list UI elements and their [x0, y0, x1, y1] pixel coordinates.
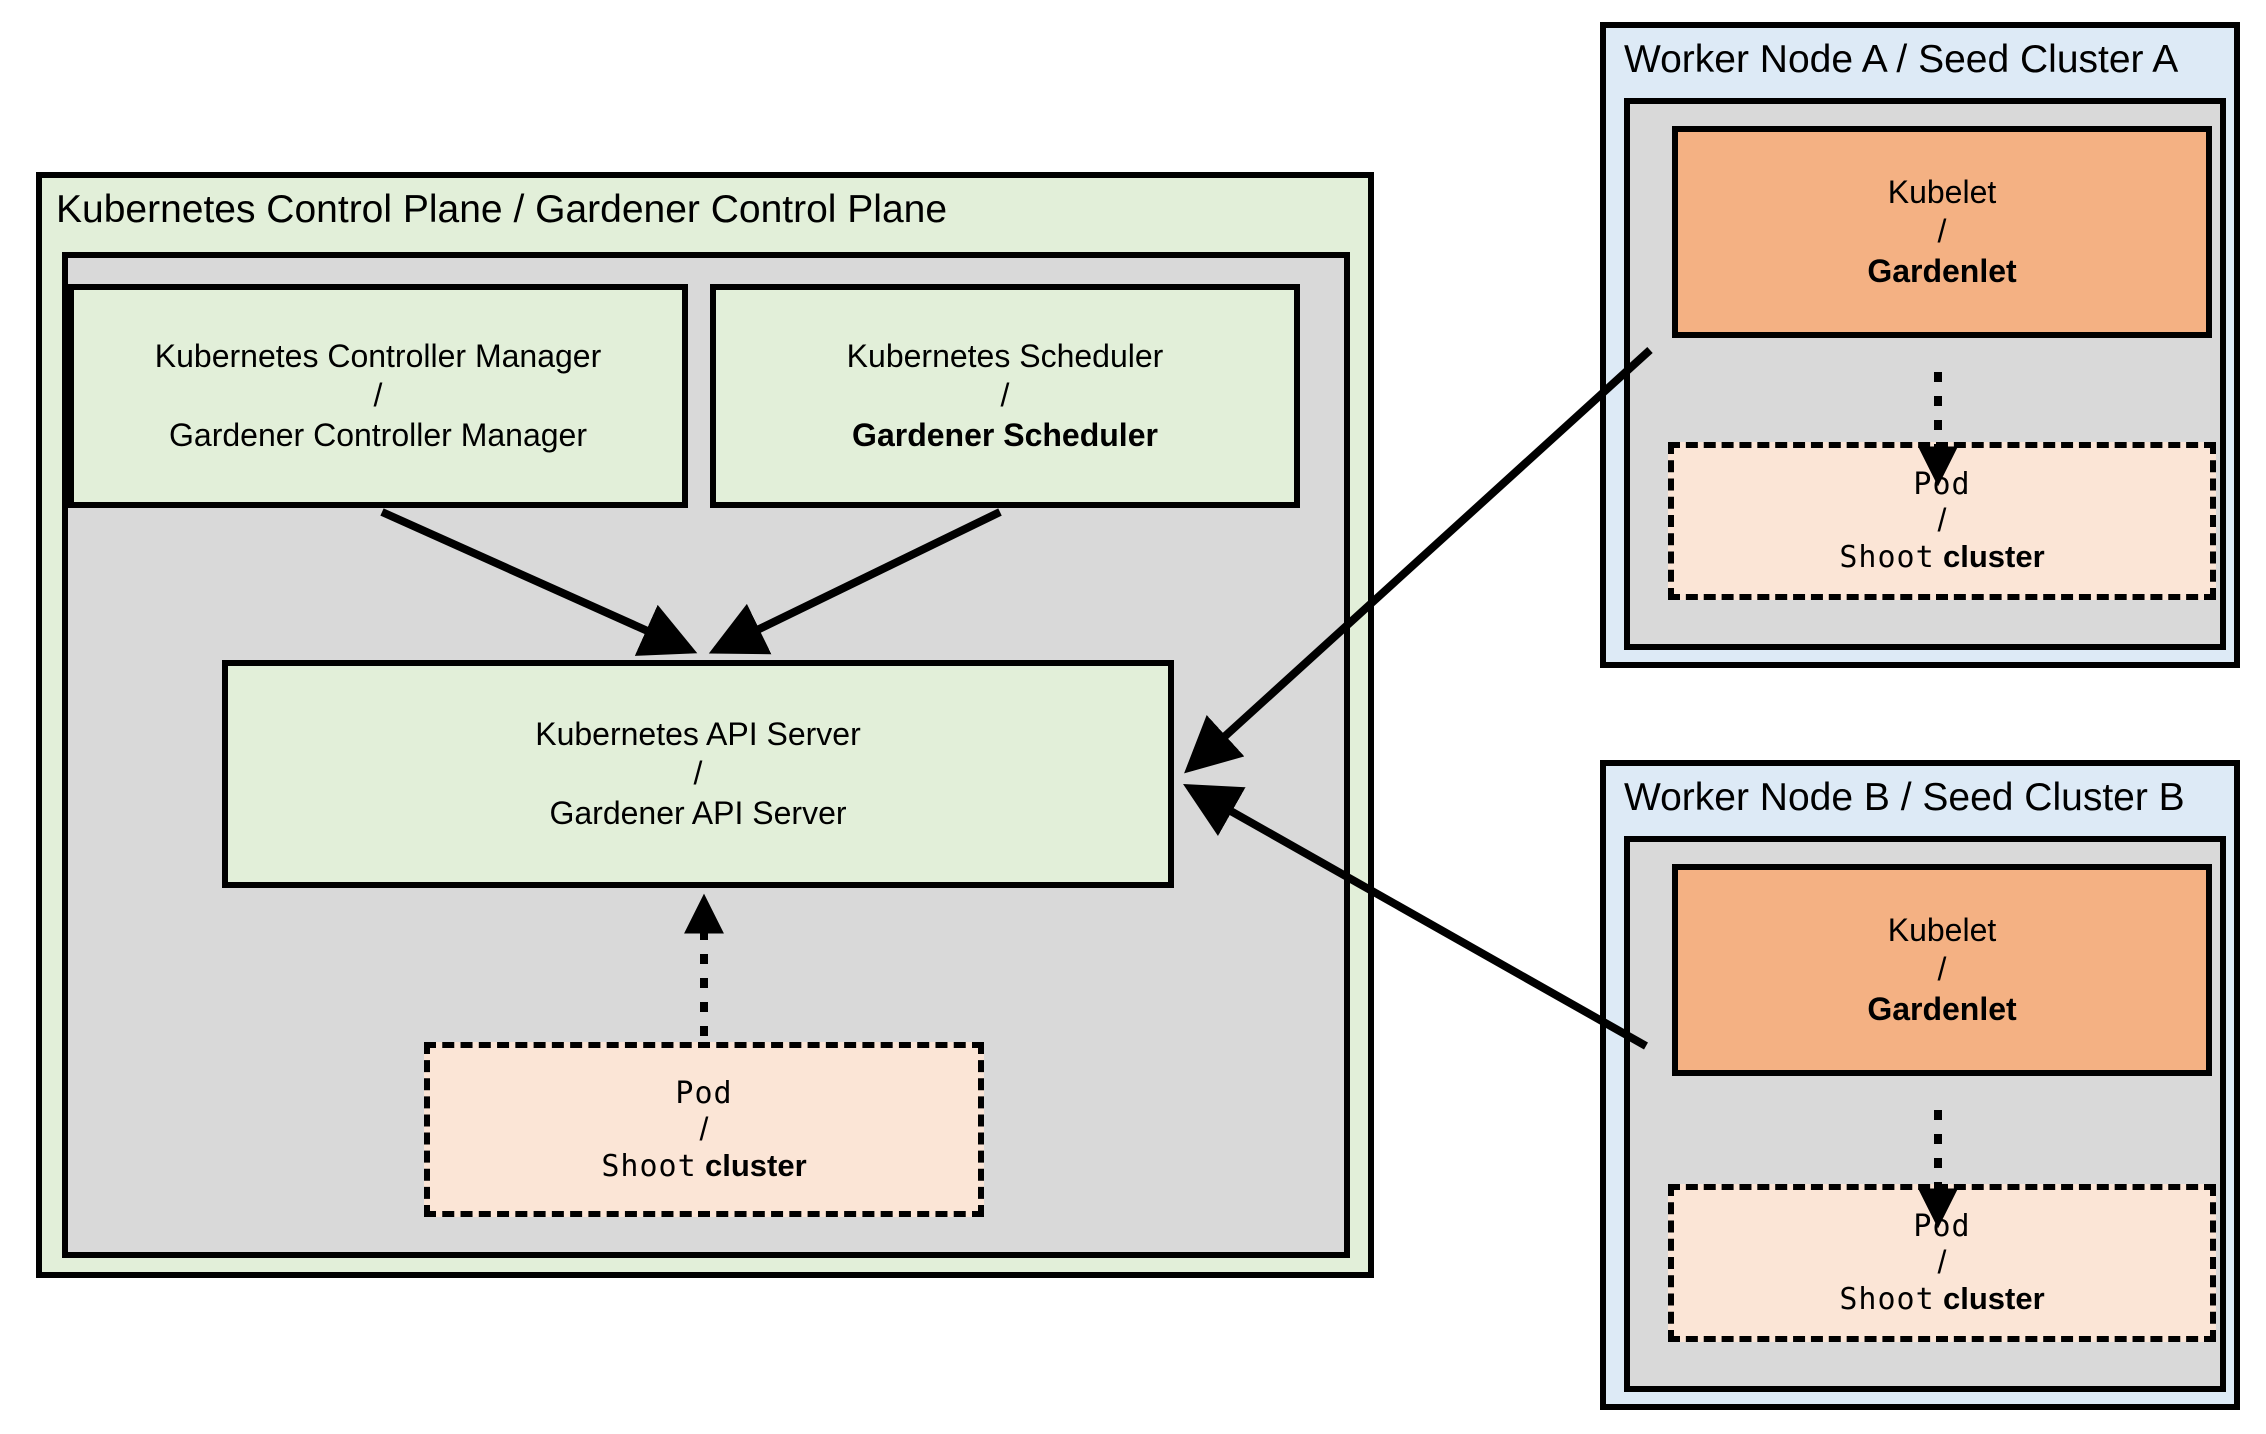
- control-plane-pod-line2: Shoot cluster: [601, 1148, 806, 1184]
- worker-b-pod-box[interactable]: Pod / Shoot cluster: [1668, 1184, 2216, 1342]
- worker-a-kubelet-line1: Kubelet: [1887, 174, 1997, 211]
- api-server-line2: Gardener API Server: [549, 794, 847, 831]
- api-server-line1: Kubernetes API Server: [535, 716, 861, 753]
- worker-b-pod-line1: Pod: [1913, 1209, 1971, 1244]
- control-plane-pod-line2-bold: cluster: [704, 1147, 807, 1183]
- worker-b-kubelet-line1: Kubelet: [1887, 912, 1997, 949]
- api-server-box[interactable]: Kubernetes API Server / Gardener API Ser…: [222, 660, 1174, 888]
- worker-node-a-inner-region: Kubelet / Gardenlet Pod / Shoot cluster: [1624, 98, 2226, 650]
- controller-manager-box[interactable]: Kubernetes Controller Manager / Gardener…: [68, 284, 688, 508]
- worker-a-kubelet-box[interactable]: Kubelet / Gardenlet: [1672, 126, 2212, 338]
- controller-manager-line1: Kubernetes Controller Manager: [154, 338, 602, 375]
- scheduler-box[interactable]: Kubernetes Scheduler / Gardener Schedule…: [710, 284, 1300, 508]
- control-plane-pod-line2-mono: Shoot: [601, 1148, 697, 1184]
- worker-b-pod-line2: Shoot cluster: [1839, 1281, 2044, 1317]
- worker-b-kubelet-separator: /: [1937, 951, 1947, 988]
- worker-node-b-inner-region: Kubelet / Gardenlet Pod / Shoot cluster: [1624, 836, 2226, 1392]
- worker-b-kubelet-box[interactable]: Kubelet / Gardenlet: [1672, 864, 2212, 1076]
- worker-node-b-title: Worker Node B / Seed Cluster B: [1624, 776, 2185, 819]
- control-plane-title: Kubernetes Control Plane / Gardener Cont…: [56, 188, 948, 231]
- control-plane-pod-line1: Pod: [675, 1075, 733, 1111]
- scheduler-line1: Kubernetes Scheduler: [846, 338, 1164, 375]
- worker-a-pod-line1: Pod: [1913, 467, 1971, 502]
- worker-node-a-title: Worker Node A / Seed Cluster A: [1624, 38, 2179, 81]
- controller-manager-separator: /: [373, 377, 383, 414]
- worker-node-a-panel: Worker Node A / Seed Cluster A Kubelet /…: [1600, 22, 2240, 668]
- scheduler-separator: /: [1000, 377, 1010, 414]
- worker-a-pod-line2-bold: cluster: [1942, 539, 2045, 574]
- scheduler-line2: Gardener Scheduler: [852, 416, 1158, 453]
- worker-b-kubelet-line2: Gardenlet: [1867, 990, 2017, 1027]
- worker-b-pod-line2-mono: Shoot: [1839, 1282, 1935, 1317]
- worker-b-pod-separator: /: [1937, 1244, 1947, 1280]
- worker-node-b-panel: Worker Node B / Seed Cluster B Kubelet /…: [1600, 760, 2240, 1410]
- controller-manager-line2: Gardener Controller Manager: [169, 416, 587, 453]
- worker-a-pod-separator: /: [1937, 502, 1947, 538]
- worker-a-pod-line2: Shoot cluster: [1839, 539, 2044, 575]
- worker-a-pod-box[interactable]: Pod / Shoot cluster: [1668, 442, 2216, 600]
- control-plane-pod-stack-back: [0, 0, 560, 175]
- worker-a-kubelet-separator: /: [1937, 213, 1947, 250]
- control-plane-pod-separator: /: [699, 1110, 709, 1147]
- worker-a-kubelet-line2: Gardenlet: [1867, 252, 2017, 289]
- worker-b-pod-line2-bold: cluster: [1942, 1281, 2045, 1316]
- control-plane-pod-box[interactable]: Pod / Shoot cluster: [424, 1042, 984, 1217]
- worker-a-pod-line2-mono: Shoot: [1839, 540, 1935, 575]
- api-server-separator: /: [693, 755, 703, 792]
